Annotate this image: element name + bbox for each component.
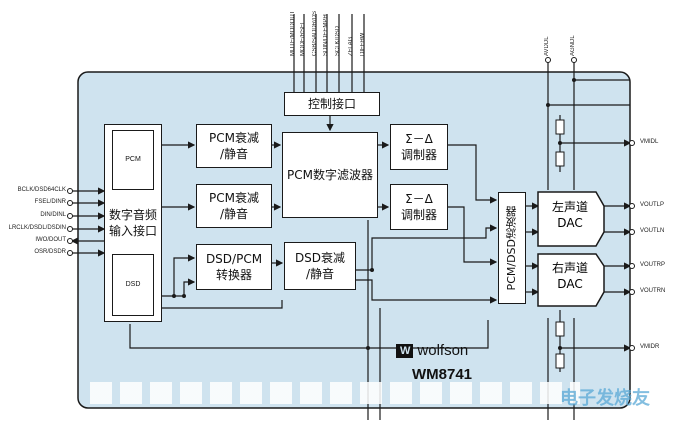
right-dac-label: 右声道 DAC (551, 261, 588, 291)
pin-label: DIN/DINL (40, 212, 66, 218)
dsd-pcm-converter-block: DSD/PCM 转换器 (196, 244, 272, 290)
resistor-vmidl-top (555, 119, 565, 135)
pin-label: SDIN/DEEMPH (323, 14, 329, 56)
watermark-text: 电子发烧友 (560, 388, 650, 409)
resistor-vmidr-bottom (555, 353, 565, 369)
wolfson-logo: W wolfson (396, 342, 468, 359)
logo-text: wolfson (417, 342, 469, 359)
pin-label: IWO/DOUT (35, 237, 66, 243)
left-dac-label: 左声道 DAC (551, 200, 588, 230)
dsd-sub-block: DSD (112, 254, 154, 316)
pin-label: VOUTLN (640, 228, 665, 234)
pin-label: FSEL/DINR (34, 199, 66, 205)
pin-label: AGNDL (570, 35, 576, 56)
left-dac-shape (537, 191, 605, 247)
pcm-attenuation-block-2: PCM衰减 /静音 (196, 184, 272, 228)
pin-label: LRCLK/DSDL/DSDIN (8, 225, 66, 231)
pcm-attenuation-block-1: PCM衰减 /静音 (196, 124, 272, 168)
dsd-attenuation-block: DSD衰减 /静音 (284, 242, 356, 290)
pin-label: MODE/RSEL (300, 20, 306, 56)
pin-label: AVDDL (544, 36, 550, 56)
pin-label: VMIDL (640, 139, 659, 145)
watermark-strip (90, 382, 580, 404)
logo-mark: W (396, 343, 414, 358)
pin-label: SCLK/DSD (335, 25, 341, 56)
pin-label: MUTE/MODOUT (290, 10, 296, 56)
pin-label: BCLK/DSD64CLK (17, 187, 66, 193)
pin-label: CSB/SADDR/DS (312, 10, 318, 56)
sigma-delta-modulator-2: Σ－Δ 调制器 (390, 184, 448, 230)
pin-label: VOUTRP (640, 262, 666, 268)
pin-label: DIFFHW (360, 32, 366, 56)
part-number: WM8741 (412, 366, 473, 383)
right-dac-shape (537, 253, 605, 307)
pin-label: VMIDR (640, 344, 660, 350)
pin-label: VOUTLP (640, 202, 665, 208)
pin-label: VOUTRN (640, 288, 666, 294)
sigma-delta-modulator-1: Σ－Δ 调制器 (390, 124, 448, 170)
pin-label: ZFLAG (348, 36, 354, 56)
pin-label: OSR/DSDR (34, 249, 66, 255)
pcm-digital-filter-block: PCM数字滤波器 (282, 132, 378, 218)
pcm-sub-block: PCM (112, 130, 154, 190)
resistor-vmidr-top (555, 321, 565, 337)
pcm-dsd-filter-block: PCM/DSD滤波器 (498, 192, 526, 304)
control-interface-block: 控制接口 (284, 92, 380, 116)
resistor-vmidl-bottom (555, 151, 565, 167)
